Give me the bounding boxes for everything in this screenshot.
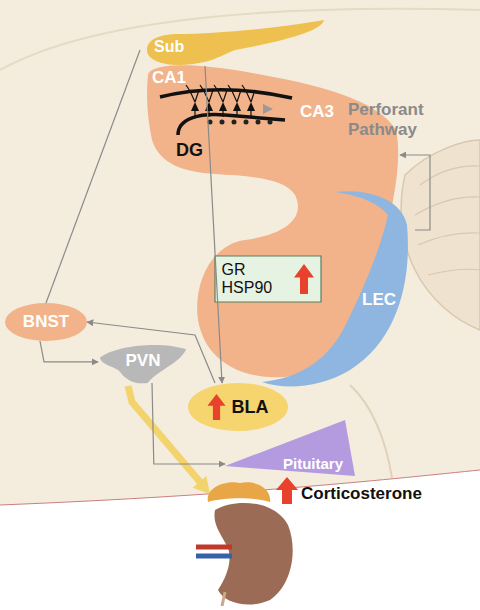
entorhinal-band: LEC (255, 180, 415, 395)
hormone-arrow-head (193, 476, 210, 494)
pathway-arrow (400, 155, 430, 230)
cerebellum-folds (415, 166, 480, 275)
marker-box: GR HSP90 (214, 255, 322, 303)
vein (196, 554, 232, 559)
granule-cell (268, 120, 273, 125)
region-label: PVN (126, 351, 161, 371)
text-holder: LEC (362, 290, 396, 310)
granule-cell (232, 120, 237, 125)
region-label: DG (176, 140, 203, 161)
text-holder: PVN (126, 351, 161, 371)
pathway-label: Perforant Pathway (348, 100, 443, 139)
brain-ground (0, 0, 480, 505)
region-label: Sub (154, 38, 184, 56)
granule-cell (208, 120, 213, 125)
neuron-soma (205, 102, 213, 111)
region-label: CA1 (152, 68, 186, 88)
hormone-label: Corticosterone (301, 484, 422, 504)
amygdala-ellipse: BLA (188, 383, 288, 431)
cortex-outline (0, 9, 480, 70)
neuron-dendrites (186, 85, 199, 117)
granule-cell (244, 120, 249, 125)
shape-outline (255, 180, 415, 395)
region-label: Pituitary (283, 455, 343, 472)
region-label: GR HSP90 (222, 261, 280, 298)
granule-cell (220, 120, 225, 125)
neuron-soma (191, 102, 199, 111)
brainstem-outline (350, 385, 392, 478)
nucleus-blob: PVN (98, 343, 188, 385)
increase-arrow (276, 477, 298, 504)
neuron-dendrites (214, 85, 227, 117)
region-label: BLA (232, 397, 269, 418)
text-holder: GR HSP90 (222, 261, 280, 298)
neuron-soma (219, 102, 227, 111)
pathway-arrow (46, 50, 140, 303)
body-line (0, 470, 480, 505)
pathway-arrow (87, 322, 215, 383)
ureter (222, 592, 225, 606)
neuron-dendrites (200, 85, 213, 117)
nucleus-blob-fill (100, 345, 186, 383)
granule-cell (256, 120, 261, 125)
text-holder: CA3 (300, 102, 334, 122)
neuron-dendrites (228, 85, 241, 117)
marker-box-fill (215, 256, 321, 302)
increase-arrow (208, 394, 226, 420)
signal-arrow (263, 104, 273, 114)
pathway-arrow (152, 383, 225, 464)
pituitary-triangle-fill (225, 420, 355, 476)
neuron-dendrites (242, 85, 255, 117)
text-holder: BNST (23, 312, 69, 332)
nucleus-ellipse-fill (5, 303, 87, 341)
adrenal-gland (208, 482, 270, 502)
cerebellum (401, 140, 480, 330)
subiculum-band-fill (147, 20, 324, 65)
neuron-soma (233, 102, 241, 111)
pathway-arrow (40, 341, 98, 362)
text-holder: Sub (154, 38, 184, 56)
artery (196, 545, 232, 550)
label-holder: Corticosterone (301, 484, 422, 504)
text-holder: CA1 (152, 68, 186, 88)
text-holder: Pituitary (283, 455, 343, 473)
hormone-arrow (128, 386, 200, 482)
pituitary-triangle: Pituitary (225, 420, 355, 476)
subiculum-band: Sub (140, 18, 325, 66)
nucleus-ellipse: BNST (5, 303, 87, 341)
amygdala-ellipse-fill (188, 383, 288, 431)
region-label: LEC (362, 290, 396, 310)
increase-arrow (294, 264, 314, 294)
entorhinal-band-fill (262, 191, 408, 386)
pathway-arrow (205, 66, 222, 383)
region-label: BNST (23, 312, 69, 332)
neuron-soma (247, 102, 255, 111)
label-holder: Perforant Pathway (348, 100, 443, 139)
text-holder: DG (176, 140, 203, 161)
dentate-layer (178, 115, 285, 135)
region-label: CA3 (300, 102, 334, 122)
text-holder: BLA (232, 397, 269, 418)
